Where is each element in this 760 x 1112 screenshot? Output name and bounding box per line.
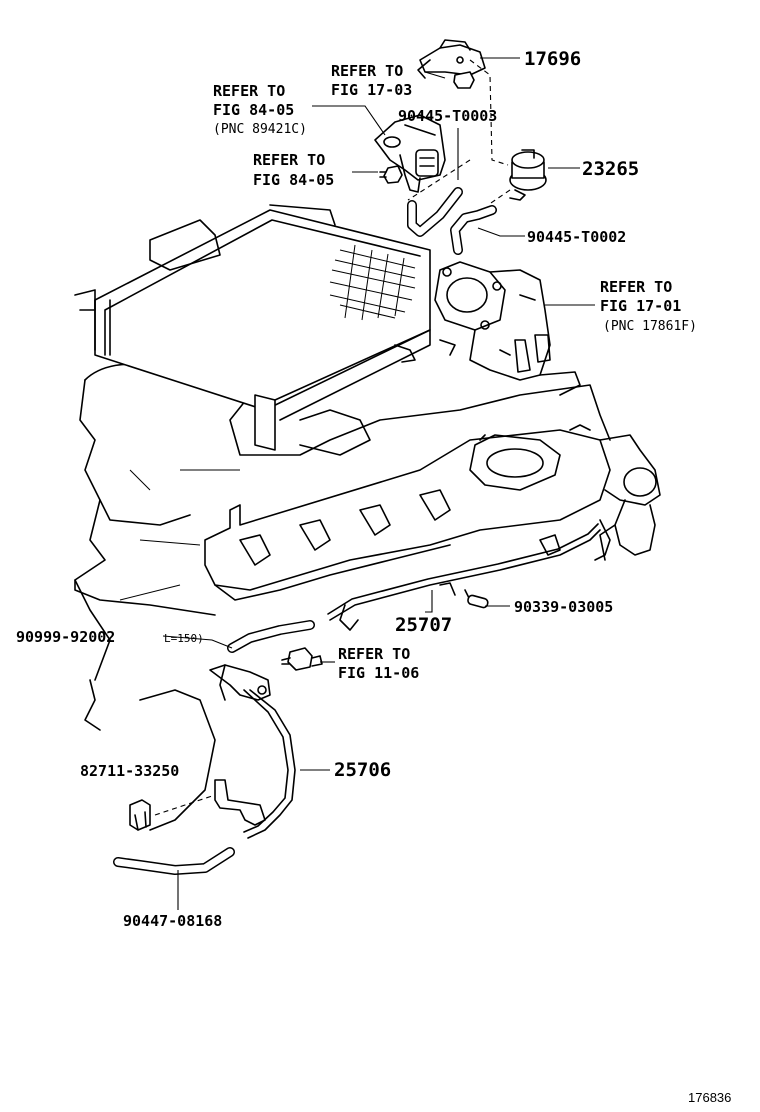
plug-90339-03005 <box>467 594 489 609</box>
label-90999-92002: 90999-92002 <box>16 628 115 646</box>
label-refer-84-05-2b: FIG 84-05 <box>253 171 334 189</box>
clip-82711-33250 <box>129 799 151 831</box>
vsv-17696 <box>417 39 486 89</box>
hose-90445-t0003 <box>407 187 463 237</box>
label-25707: 25707 <box>395 614 452 636</box>
intake-pipe <box>434 261 581 396</box>
hose-90999-92002 <box>227 620 315 653</box>
label-refer-11-06-a: REFER TO <box>338 645 410 663</box>
hose-90445-t0002 <box>450 205 497 255</box>
label-25706: 25706 <box>334 759 391 781</box>
hose-90447-08168 <box>113 847 235 875</box>
labels: 17696 REFER TO FIG 17-03 REFER TO FIG 84… <box>16 48 731 1105</box>
label-pnc-89421c: (PNC 89421C) <box>213 122 307 137</box>
leader-lines <box>162 57 595 910</box>
label-90447-08168: 90447-08168 <box>123 912 222 930</box>
label-82711-33250: 82711-33250 <box>80 762 179 780</box>
screw-84-05 <box>379 165 403 184</box>
label-refer-84-05-2a: REFER TO <box>253 151 325 169</box>
diagram-id: 176836 <box>688 1090 731 1105</box>
intercooler <box>74 204 456 456</box>
label-refer-84-05-b: FIG 84-05 <box>213 101 294 119</box>
label-23265: 23265 <box>582 158 639 180</box>
label-l150: L=150) <box>164 632 204 645</box>
label-90339-03005: 90339-03005 <box>514 598 613 616</box>
label-refer-17-03-b: FIG 17-03 <box>331 81 412 99</box>
label-refer-84-05-a: REFER TO <box>213 82 285 100</box>
sensor-84-05 <box>374 114 446 193</box>
label-pnc-17861f: (PNC 17861F) <box>603 319 697 334</box>
union-bolt <box>281 647 323 671</box>
label-90445-t0002: 90445-T0002 <box>527 228 626 246</box>
label-90445-t0003: 90445-T0003 <box>398 107 497 125</box>
label-refer-17-01-b: FIG 17-01 <box>600 297 681 315</box>
dashed-lines <box>154 59 511 816</box>
pipe-25707 <box>327 523 601 631</box>
label-refer-17-01-a: REFER TO <box>600 278 672 296</box>
pipe-25706 <box>209 664 296 839</box>
valve-23265 <box>509 149 547 201</box>
label-refer-11-06-b: FIG 11-06 <box>338 664 419 682</box>
intake-manifold <box>204 424 661 601</box>
label-refer-17-03-a: REFER TO <box>331 62 403 80</box>
label-17696: 17696 <box>524 48 581 70</box>
